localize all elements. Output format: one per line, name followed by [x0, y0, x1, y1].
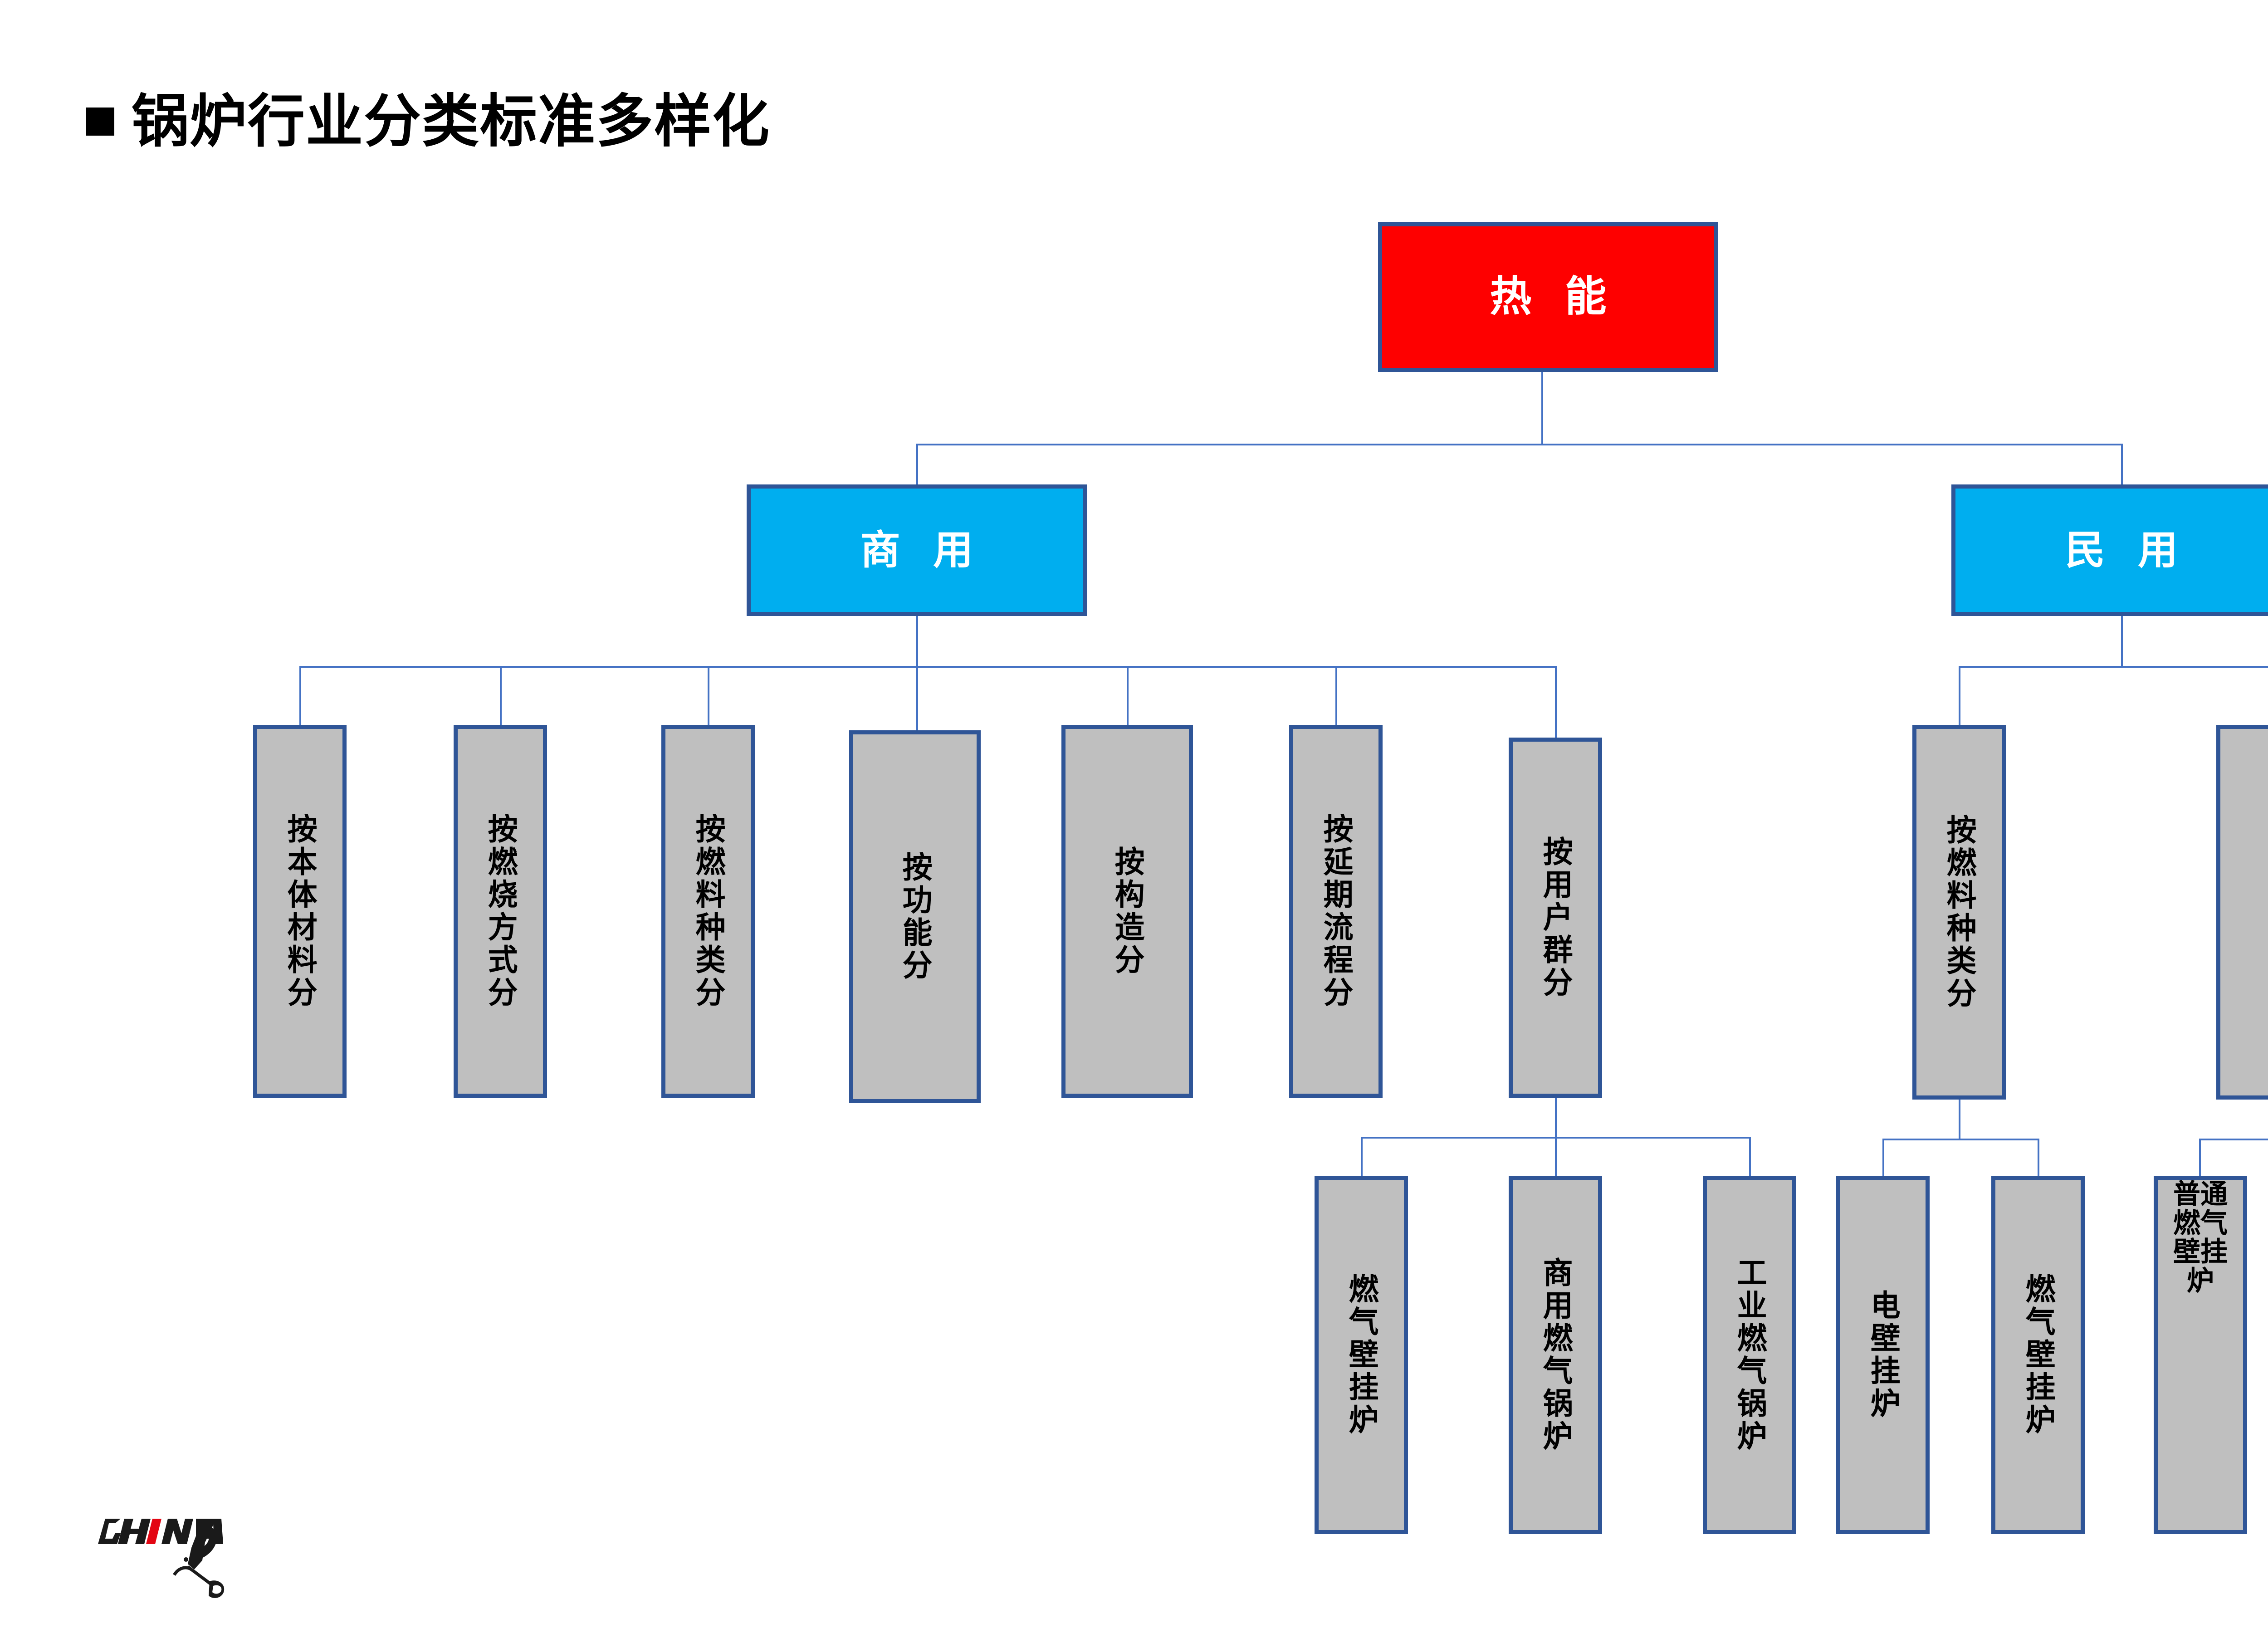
china-logo	[77, 1497, 268, 1606]
connector-level1-bar	[916, 444, 2123, 445]
connector-r2-bar	[2199, 1139, 2268, 1140]
square-bullet-icon	[86, 108, 114, 136]
connector-c7b-drop	[1555, 1137, 1557, 1176]
node-residential-label: 民 用	[2065, 528, 2189, 573]
node-gas-wall-hung-boiler-commercial-label: 燃气壁挂炉	[1344, 1273, 1378, 1437]
node-by-fuel-type-residential-label: 按燃料种类分	[1942, 814, 1976, 1010]
connector-commercial-bar	[299, 666, 1556, 668]
page-title: 锅炉行业分类标准多样化	[86, 93, 770, 150]
node-gas-wall-hung-boiler-residential[interactable]: 燃气壁挂炉	[1991, 1176, 2085, 1534]
connector-c7-drop	[1555, 666, 1557, 738]
node-commercial[interactable]: 商 用	[747, 484, 1087, 616]
node-gas-wall-hung-boiler-commercial[interactable]: 燃气壁挂炉	[1315, 1176, 1408, 1534]
page-title-text: 锅炉行业分类标准多样化	[132, 89, 770, 153]
connector-c7c-drop	[1749, 1137, 1751, 1176]
node-residential[interactable]: 民 用	[1951, 484, 2268, 616]
node-industrial-gas-boiler-label: 工业燃气锅炉	[1733, 1257, 1767, 1453]
connector-c5-drop	[1127, 666, 1129, 725]
node-industrial-gas-boiler[interactable]: 工业燃气锅炉	[1703, 1176, 1796, 1534]
connector-residential-stem	[2121, 616, 2123, 667]
connector-c1-drop	[299, 666, 301, 725]
node-ordinary-gas-wall-hung-boiler[interactable]: 普通 燃气 壁挂 炉	[2154, 1176, 2247, 1534]
node-commercial-gas-boiler[interactable]: 商用燃气锅炉	[1509, 1176, 1602, 1534]
connector-r1-stem	[1959, 1100, 1960, 1140]
connector-c7-stem	[1555, 1098, 1557, 1139]
node-root-thermal-energy[interactable]: 热 能	[1378, 222, 1718, 372]
connector-c6-drop	[1335, 666, 1337, 725]
node-by-function-residential-label: 按功能分	[2265, 847, 2268, 978]
node-by-structure-label: 按构造分	[1110, 846, 1144, 977]
node-gas-wall-hung-boiler-residential-label: 燃气壁挂炉	[2021, 1273, 2055, 1437]
connector-c2-drop	[500, 666, 502, 725]
node-ordinary-gas-wall-hung-boiler-label: 普通 燃气 壁挂 炉	[2173, 1179, 2228, 1296]
node-by-combustion-method-label: 按燃烧方式分	[484, 813, 518, 1009]
node-by-user-group-label: 按用户群分	[1539, 836, 1573, 999]
node-electric-wall-hung-boiler-label: 电壁挂炉	[1866, 1290, 1900, 1420]
node-by-function-commercial[interactable]: 按功能分	[849, 730, 981, 1103]
connector-c3-drop	[708, 666, 709, 725]
connector-residential-bar	[1959, 666, 2268, 668]
node-by-process-flow-label: 按延期流程分	[1319, 813, 1353, 1009]
node-by-function-residential[interactable]: 按功能分	[2216, 725, 2268, 1100]
connector-to-commercial	[916, 444, 918, 489]
node-electric-wall-hung-boiler[interactable]: 电壁挂炉	[1836, 1176, 1930, 1534]
connector-c7a-drop	[1361, 1137, 1363, 1176]
connector-r1a-drop	[1882, 1139, 1884, 1176]
connector-r1b-drop	[2038, 1139, 2039, 1176]
connector-to-residential	[2121, 444, 2123, 489]
connector-r1-drop	[1959, 666, 1960, 725]
node-by-function-commercial-label: 按功能分	[898, 851, 932, 982]
node-commercial-label: 商 用	[860, 528, 984, 573]
connector-r2a-drop	[2199, 1139, 2201, 1176]
node-root-label: 热 能	[1490, 274, 1618, 320]
node-by-user-group[interactable]: 按用户群分	[1509, 738, 1602, 1098]
china-logo-icon	[98, 1519, 225, 1598]
node-commercial-gas-boiler-label: 商用燃气锅炉	[1539, 1257, 1573, 1453]
connector-commercial-stem	[916, 616, 918, 667]
node-by-structure[interactable]: 按构造分	[1061, 725, 1193, 1098]
node-by-fuel-type-commercial-label: 按燃料种类分	[691, 813, 725, 1009]
node-by-body-material[interactable]: 按本体材料分	[253, 725, 347, 1098]
node-by-body-material-label: 按本体材料分	[283, 813, 317, 1009]
node-by-combustion-method[interactable]: 按燃烧方式分	[454, 725, 547, 1098]
node-by-fuel-type-commercial[interactable]: 按燃料种类分	[661, 725, 755, 1098]
node-by-fuel-type-residential[interactable]: 按燃料种类分	[1912, 725, 2006, 1100]
connector-c4-drop	[916, 666, 918, 730]
connector-root-stem	[1541, 372, 1543, 445]
node-by-process-flow[interactable]: 按延期流程分	[1289, 725, 1383, 1098]
connector-r1-bar	[1882, 1139, 2038, 1140]
